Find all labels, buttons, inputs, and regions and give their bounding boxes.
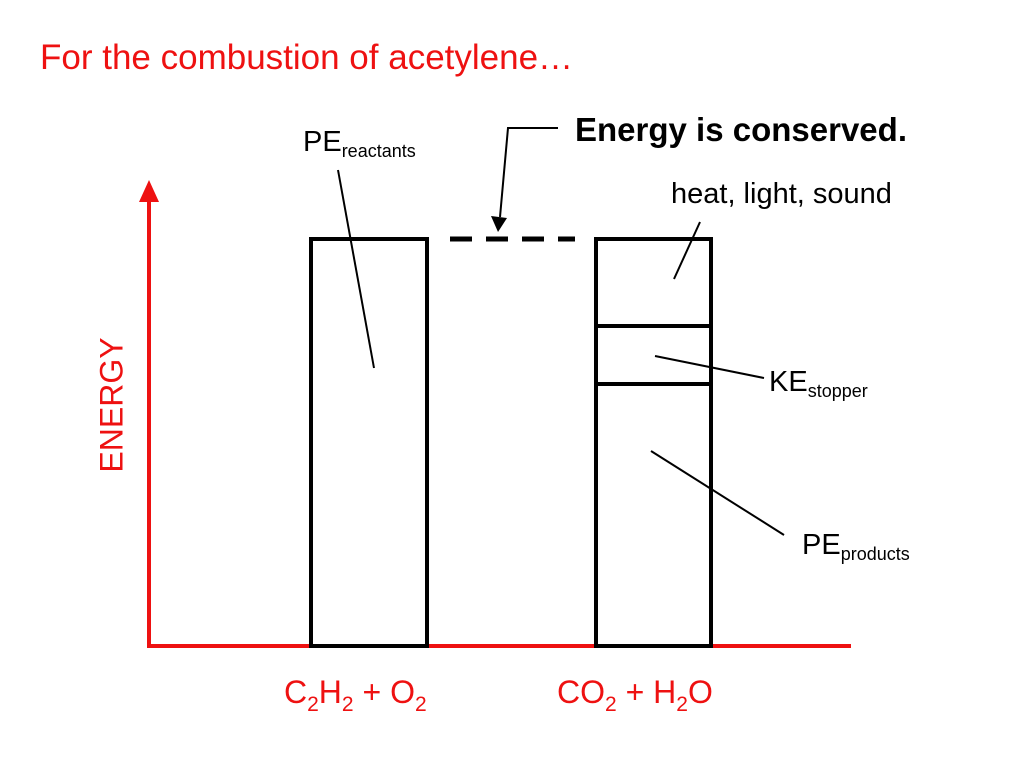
y-axis-arrowhead <box>139 180 159 202</box>
heat-light-sound-label: heat, light, sound <box>671 178 892 210</box>
ke-stopper-leader <box>654 355 765 379</box>
slide-title: For the combustion of acetylene… <box>40 38 574 77</box>
pe-reactants-leader <box>337 169 375 369</box>
pe-products-leader <box>650 450 785 536</box>
energy-conserved-callout: Energy is conserved. <box>575 111 907 148</box>
callout-arrow-line <box>499 127 558 218</box>
y-axis-label: ENERGY <box>93 337 130 473</box>
heat-light-sound-leader <box>673 221 701 280</box>
ke-stopper-label: KEstopper <box>769 366 868 401</box>
products-formula: CO2 + H2O <box>557 674 713 716</box>
reactants-formula: C2H2 + O2 <box>284 674 427 716</box>
reactants-bar <box>309 237 429 648</box>
pe-reactants-label: PEreactants <box>303 126 416 161</box>
products-bar <box>594 237 713 648</box>
pe-products-label: PEproducts <box>802 529 910 564</box>
callout-arrowhead <box>491 216 507 232</box>
